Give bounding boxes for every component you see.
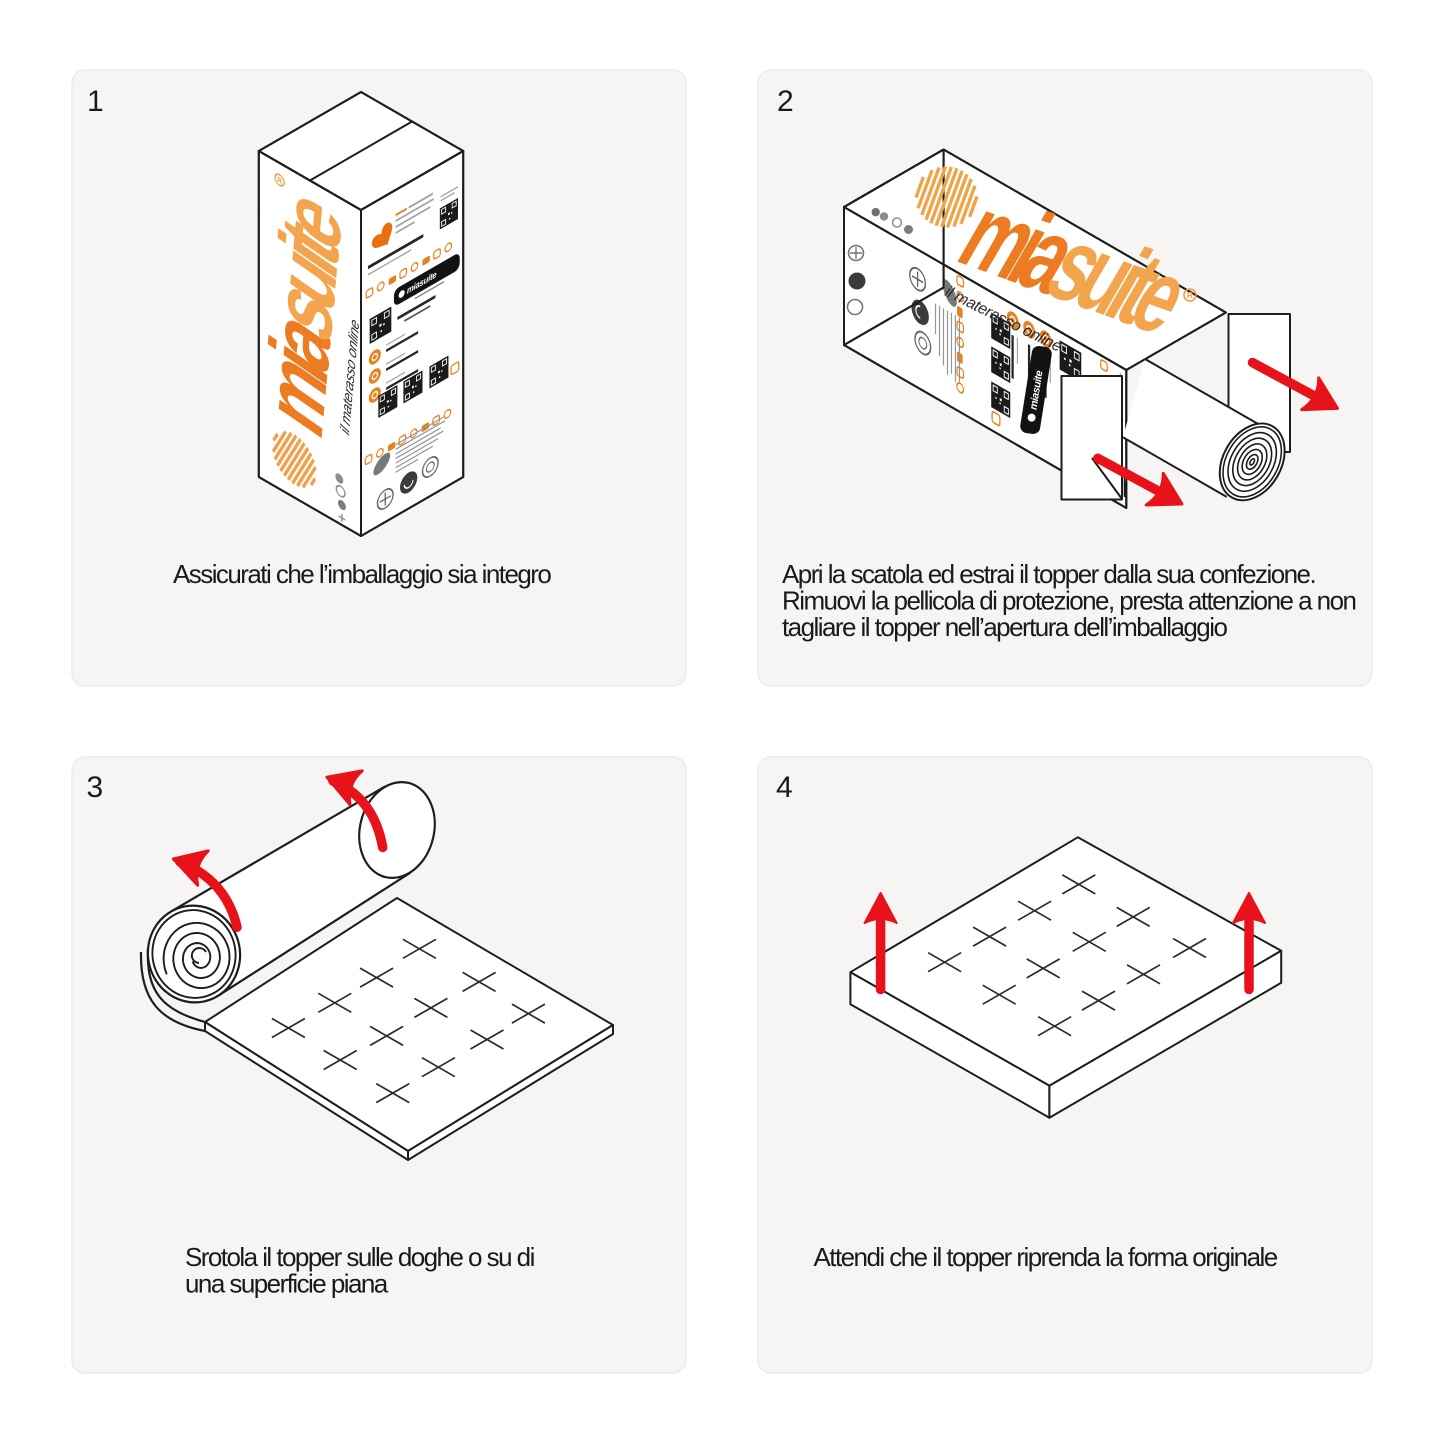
svg-text:Assicurati che l’imballaggio s: Assicurati che l’imballaggio sia integro [173, 559, 551, 589]
svg-text:Attendi che il topper riprenda: Attendi che il topper riprenda la forma … [814, 1242, 1278, 1272]
svg-text:Apri la scatola ed estrai il t: Apri la scatola ed estrai il topper dall… [782, 559, 1315, 589]
svg-text:3: 3 [87, 771, 104, 804]
svg-text:1: 1 [87, 85, 104, 118]
svg-text:Rimuovi la pellicola di protez: Rimuovi la pellicola di protezione, pres… [782, 586, 1355, 616]
svg-text:tagliare il topper nell’apertu: tagliare il topper nell’apertura dell’im… [782, 612, 1227, 642]
svg-text:Srotola il topper sulle doghe: Srotola il topper sulle doghe o su di [185, 1242, 535, 1272]
svg-text:R: R [1187, 290, 1193, 300]
svg-text:2: 2 [777, 85, 794, 118]
svg-text:4: 4 [776, 771, 793, 804]
svg-text:una superficie piana: una superficie piana [185, 1268, 389, 1298]
